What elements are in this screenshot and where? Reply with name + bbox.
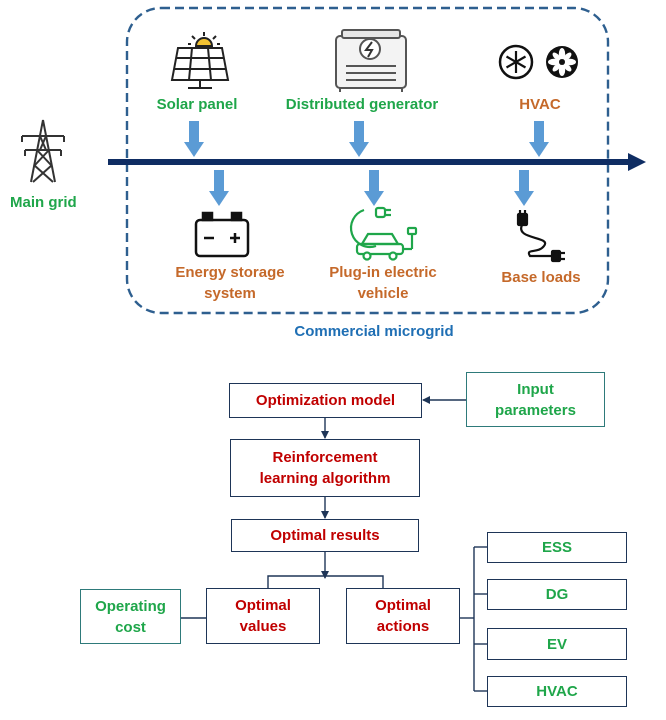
action-hvac-label: HVAC: [536, 683, 578, 700]
dg-down-arrow: [349, 121, 369, 157]
battery-icon: [194, 211, 250, 258]
solar-panel-icon: [170, 32, 230, 89]
fan-icon: [546, 46, 578, 78]
main-grid-label: Main grid: [10, 194, 77, 211]
action-ev-box: EV: [487, 628, 627, 660]
optimal-values-box: Optimal values: [206, 588, 320, 644]
action-ev-label: EV: [546, 635, 567, 653]
pev-down-arrow: [364, 170, 384, 206]
hvac-down-arrow: [529, 121, 549, 157]
microgrid-diagram: [21, 6, 646, 315]
base-down-arrow: [514, 170, 534, 206]
pev-label-line2: vehicle: [357, 285, 409, 302]
results-split-bracket: [267, 575, 384, 588]
hvac-label: HVAC: [519, 96, 561, 113]
rl-algorithm-box: Reinforcement learning algorithm: [230, 439, 420, 497]
flowchart-connectors: [181, 396, 487, 692]
operating-cost-line2: cost: [115, 618, 146, 636]
rl-algorithm-line2: learning algorithm: [259, 470, 391, 487]
action-hvac-box: HVAC: [487, 676, 627, 707]
snowflake-icon: [498, 44, 534, 80]
operating-cost-box: Operating cost: [80, 589, 181, 644]
optimal-values-line2: values: [239, 618, 287, 635]
operating-cost-line1: Operating: [95, 597, 166, 615]
input-parameters-line2: parameters: [495, 401, 576, 419]
transmission-tower-icon: [21, 119, 65, 183]
solar-panel-label: Solar panel: [156, 96, 238, 113]
generator-icon: [335, 29, 407, 92]
microgrid-title: Commercial microgrid: [294, 323, 454, 340]
pev-label-line1: Plug-in electric: [329, 264, 437, 281]
base-loads-label: Base loads: [501, 269, 581, 286]
ess-down-arrow: [209, 170, 229, 206]
ess-label-line2: system: [204, 285, 256, 302]
action-dg-label: DG: [545, 586, 569, 603]
optimization-model-box: Optimization model: [229, 383, 422, 418]
action-ess-label: ESS: [541, 539, 572, 556]
input-parameters-box: Input parameters: [466, 372, 605, 427]
optimization-model-label: Optimization model: [255, 392, 396, 409]
input-parameters-line1: Input: [517, 380, 554, 398]
optimal-actions-line2: actions: [376, 618, 430, 635]
ess-label-line1: Energy storage: [175, 264, 285, 281]
optimal-results-label: Optimal results: [270, 527, 380, 544]
bus-arrowhead: [628, 153, 646, 171]
action-ess-box: ESS: [487, 532, 627, 563]
distributed-generator-label: Distributed generator: [285, 96, 439, 113]
load-arrows: [209, 170, 534, 206]
optimal-actions-line1: Optimal: [375, 597, 431, 614]
plug-icon: [516, 210, 565, 263]
action-dg-box: DG: [487, 579, 627, 610]
optimal-values-line1: Optimal: [235, 597, 291, 614]
optimal-actions-box: Optimal actions: [346, 588, 460, 644]
optimal-results-box: Optimal results: [231, 519, 419, 552]
rl-algorithm-line1: Reinforcement: [272, 449, 378, 466]
electric-vehicle-icon: [349, 206, 418, 261]
solar-down-arrow: [184, 121, 204, 157]
source-arrows: [184, 121, 549, 157]
